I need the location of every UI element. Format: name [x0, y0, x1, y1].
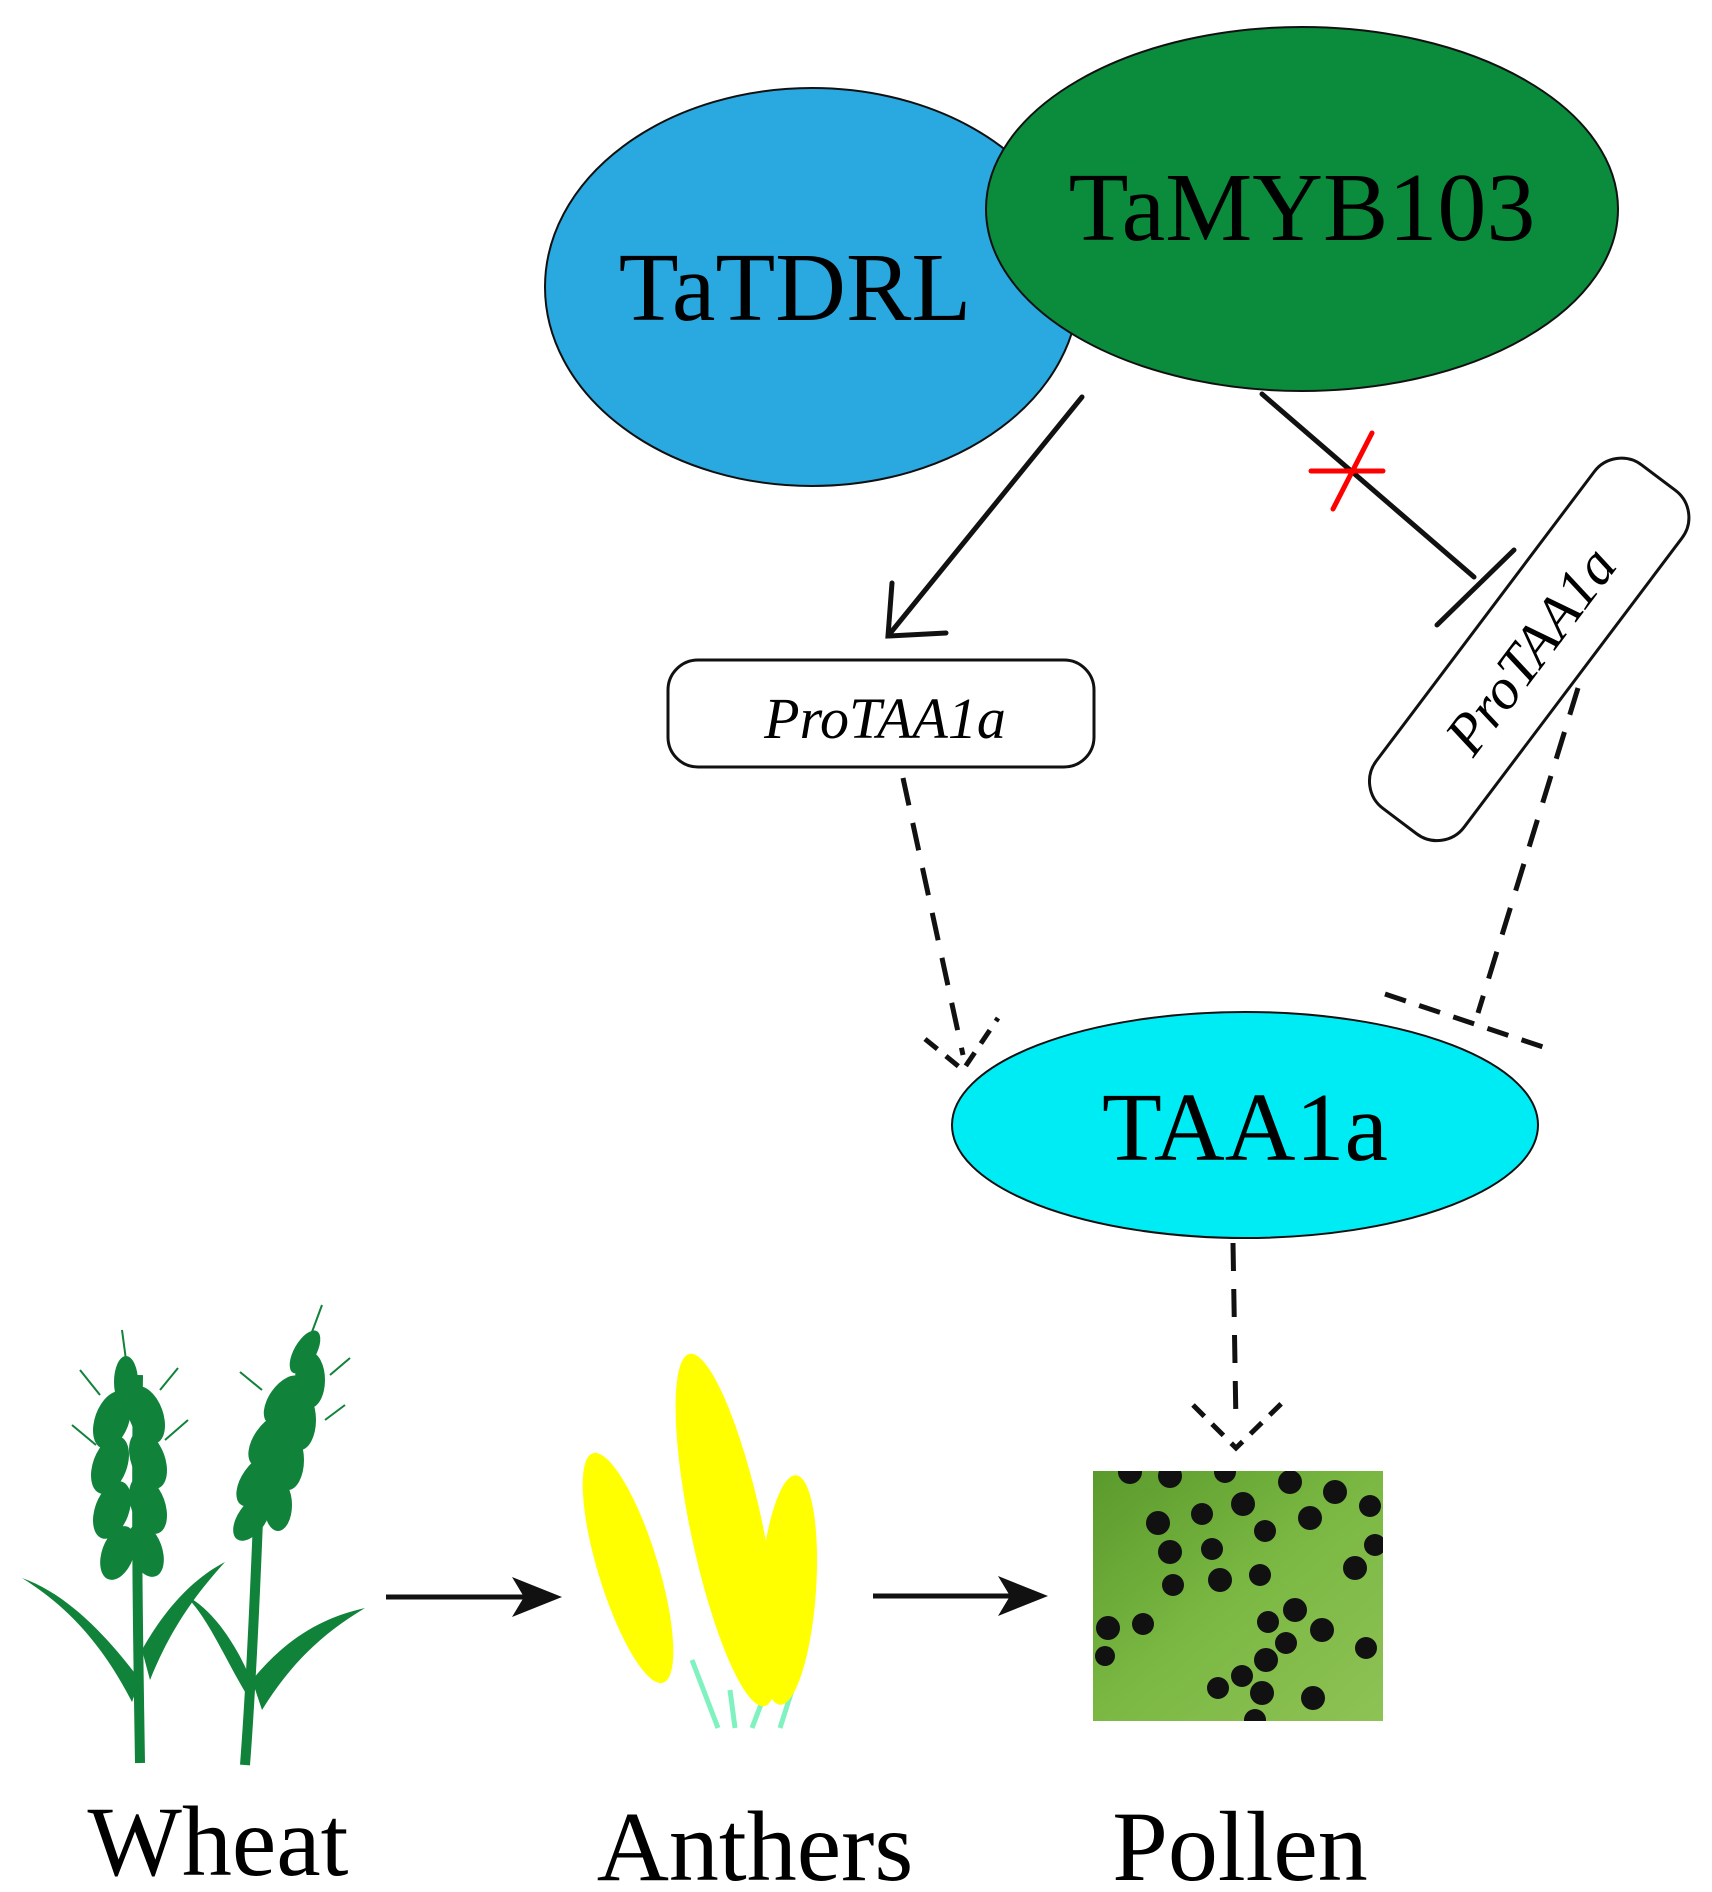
tamyb103-label: TaMYB103: [1069, 154, 1536, 262]
arrow-anthers-to-pollen: [873, 1576, 1048, 1616]
taa1a-node: TAA1a: [951, 1011, 1539, 1239]
activation-arrow: [885, 394, 1085, 639]
tamyb103-node: TaMYB103: [985, 26, 1619, 392]
promoter-box-left: ProTAA1a: [666, 658, 1096, 769]
indirect-arrow-bottom: [1191, 1242, 1287, 1452]
anthers-label: Anthers: [597, 1791, 914, 1892]
arrow-wheat-to-anthers: [386, 1577, 562, 1617]
promoter-box-right: ProTAA1a: [1368, 456, 1691, 843]
tatdrl-label: TaTDRL: [619, 234, 971, 342]
indirect-arrow-left: [900, 777, 1001, 1074]
taa1a-label: TAA1a: [1102, 1074, 1388, 1182]
pollen-image: [1093, 1471, 1383, 1721]
wheat-label: Wheat: [88, 1786, 349, 1892]
promoter-label-left: ProTAA1a: [763, 686, 1006, 751]
tatdrl-node: TaTDRL: [544, 87, 1080, 487]
anthers-icon: [582, 1353, 818, 1729]
inhibition-line: [1259, 391, 1517, 628]
pollen-label: Pollen: [1112, 1791, 1368, 1892]
indirect-line-right: [1384, 687, 1581, 1053]
blocked-cross-icon: [1308, 430, 1386, 512]
wheat-icon: [22, 1304, 365, 1766]
